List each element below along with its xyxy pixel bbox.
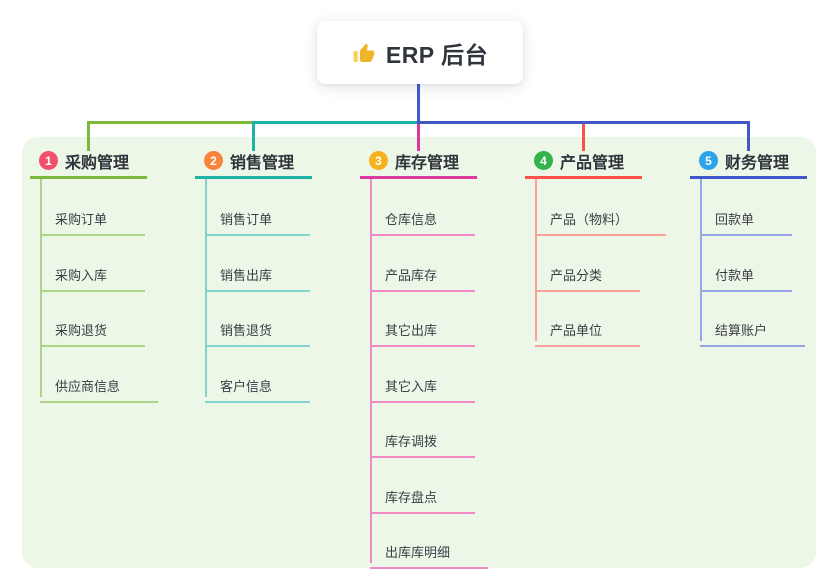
branch-node-label: 采购管理 xyxy=(65,154,130,172)
child-node[interactable]: 销售出库 xyxy=(205,252,311,292)
child-node[interactable]: 其它入库 xyxy=(370,363,476,403)
branch-child-rail xyxy=(535,179,537,341)
branch-number-badge: 3 xyxy=(369,151,388,170)
branch-drop-line xyxy=(252,121,255,151)
child-node[interactable]: 其它出库 xyxy=(370,307,476,347)
branch-node-label: 销售管理 xyxy=(230,154,295,172)
child-node[interactable]: 仓库信息 xyxy=(370,196,476,236)
branch-node-label: 库存管理 xyxy=(395,154,460,172)
child-node[interactable]: 采购订单 xyxy=(40,196,146,236)
child-node[interactable]: 销售订单 xyxy=(205,196,311,236)
root-node[interactable]: ERP 后台 xyxy=(317,21,523,84)
branch-child-rail xyxy=(205,179,207,397)
child-node[interactable]: 产品分类 xyxy=(535,252,641,292)
child-node[interactable]: 客户信息 xyxy=(205,363,311,403)
branch-number-badge: 1 xyxy=(39,151,58,170)
branch-number-badge: 5 xyxy=(699,151,718,170)
child-node[interactable]: 库存盘点 xyxy=(370,474,476,514)
root-node-title: ERP 后台 xyxy=(385,41,489,68)
branch-child-rail xyxy=(370,179,372,563)
child-node[interactable]: 产品（物料） xyxy=(535,196,667,236)
thumbs-up-icon xyxy=(352,41,376,65)
branch-node-1[interactable]: 1 采购管理 xyxy=(30,147,147,179)
trunk-segment xyxy=(252,121,420,124)
branch-drop-line xyxy=(582,121,585,151)
child-node[interactable]: 结算账户 xyxy=(700,307,806,347)
child-node[interactable]: 采购退货 xyxy=(40,307,146,347)
child-node[interactable]: 供应商信息 xyxy=(40,363,159,403)
trunk-segment xyxy=(87,121,254,124)
branch-number-badge: 4 xyxy=(534,151,553,170)
branch-node-label: 产品管理 xyxy=(560,154,625,172)
child-node[interactable]: 出库库明细 xyxy=(370,529,489,569)
branch-drop-line xyxy=(747,121,750,151)
child-node[interactable]: 付款单 xyxy=(700,252,793,292)
branch-number-badge: 2 xyxy=(204,151,223,170)
branch-drop-line xyxy=(417,121,420,151)
branches-panel xyxy=(22,137,816,568)
branch-node-4[interactable]: 4 产品管理 xyxy=(525,147,642,179)
child-node[interactable]: 回款单 xyxy=(700,196,793,236)
child-node[interactable]: 产品单位 xyxy=(535,307,641,347)
child-node[interactable]: 销售退货 xyxy=(205,307,311,347)
branch-node-5[interactable]: 5 财务管理 xyxy=(690,147,807,179)
trunk-segment xyxy=(417,121,750,124)
child-node[interactable]: 产品库存 xyxy=(370,252,476,292)
branch-drop-line xyxy=(87,121,90,151)
branch-node-2[interactable]: 2 销售管理 xyxy=(195,147,312,179)
branch-node-3[interactable]: 3 库存管理 xyxy=(360,147,477,179)
branch-node-label: 财务管理 xyxy=(725,154,790,172)
branch-child-rail xyxy=(40,179,42,397)
child-node[interactable]: 采购入库 xyxy=(40,252,146,292)
branch-child-rail xyxy=(700,179,702,341)
root-connector-line xyxy=(417,84,420,124)
child-node[interactable]: 库存调拨 xyxy=(370,418,476,458)
